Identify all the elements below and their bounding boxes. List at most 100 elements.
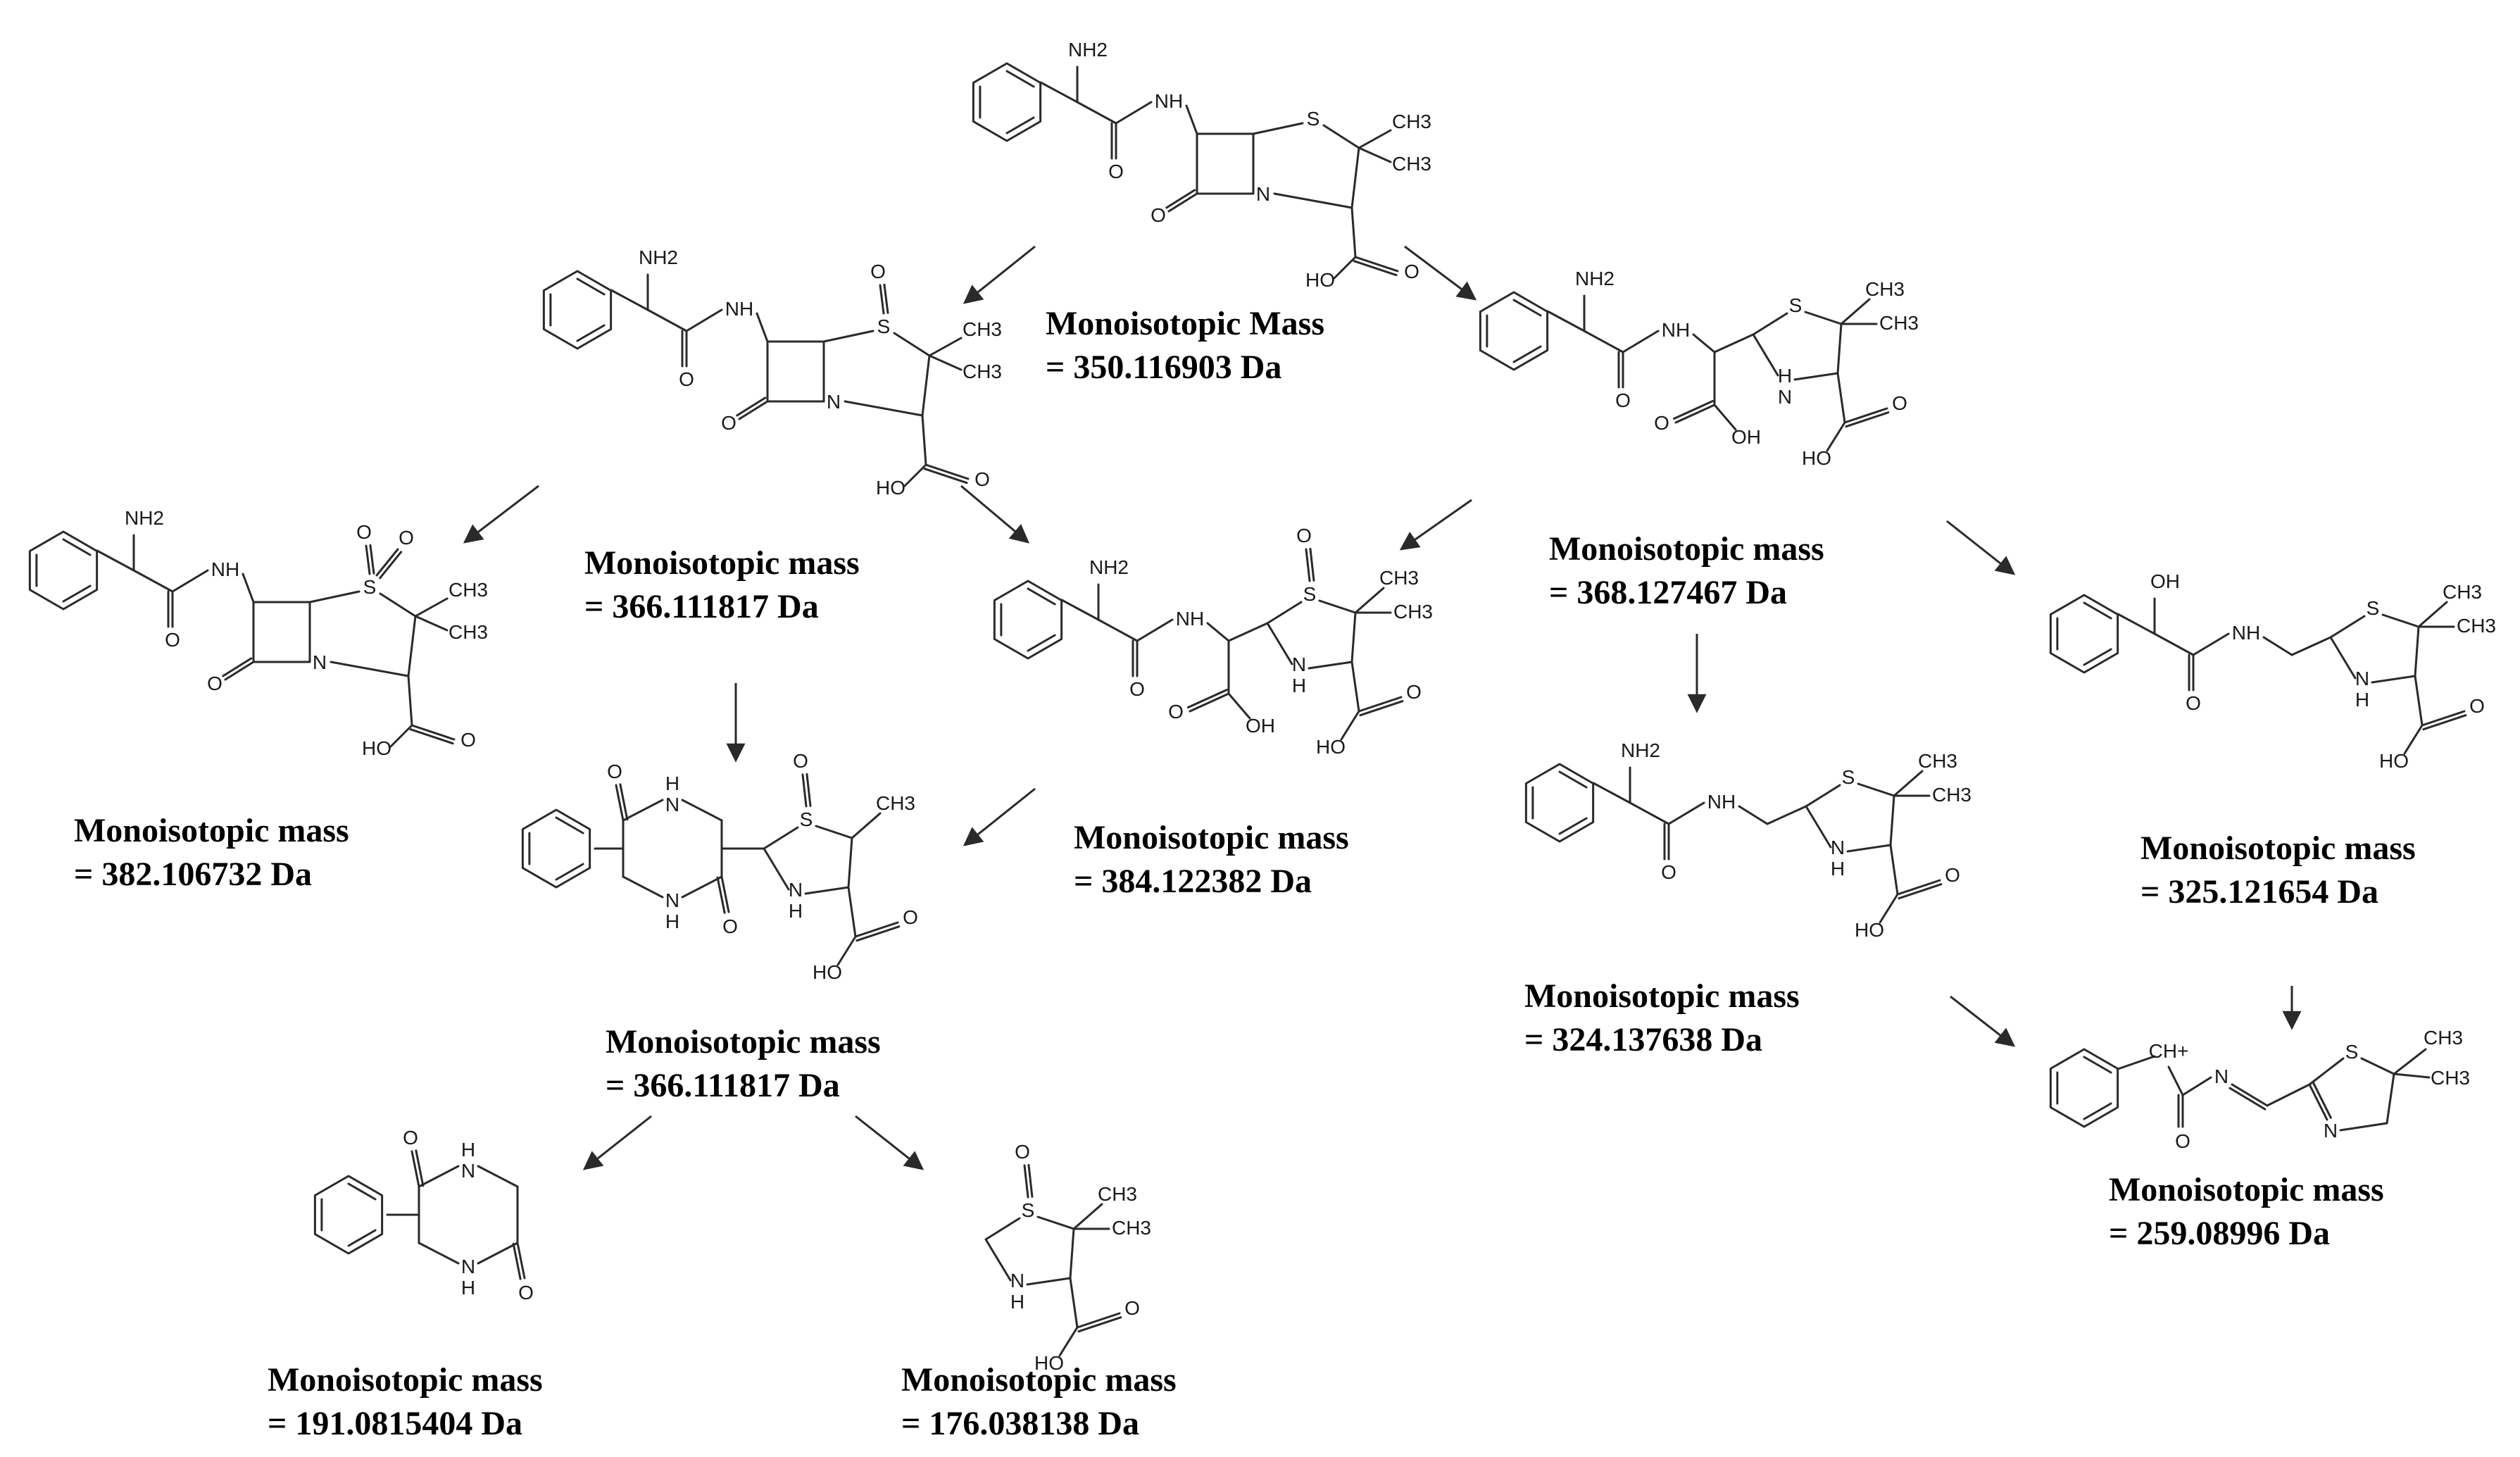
bond xyxy=(1713,333,1755,354)
arrow-n5-to-n8 xyxy=(582,1115,652,1170)
bond xyxy=(1308,661,1353,670)
bond xyxy=(1227,622,1269,642)
bond xyxy=(903,463,927,487)
double-bond xyxy=(879,284,885,315)
substituent-label: NH2 xyxy=(1089,556,1129,578)
bond xyxy=(2403,724,2424,755)
bond xyxy=(1846,844,1892,853)
double-bond xyxy=(512,1242,522,1280)
bond xyxy=(1136,618,1174,642)
oxygen-label: O xyxy=(1108,161,1124,182)
double-bond xyxy=(2228,1087,2267,1111)
methyl-label: CH3 xyxy=(1879,312,1919,334)
double-bond xyxy=(379,551,403,580)
oxygen-label: O xyxy=(1892,392,1907,414)
nitrogen-label: N xyxy=(313,651,327,673)
double-bond xyxy=(1167,192,1198,213)
mass-title: Monoisotopic mass xyxy=(1524,977,1800,1015)
arrow-n0-to-n2 xyxy=(1404,245,1477,301)
bond xyxy=(1805,805,1832,849)
bond xyxy=(2393,1073,2431,1079)
hydroxyl-label: HO xyxy=(1316,736,1346,758)
bond xyxy=(2386,1073,2395,1125)
bond xyxy=(2153,632,2195,656)
nitrogen-label: N xyxy=(1778,386,1792,408)
methyl-label: CH3 xyxy=(1098,1183,1137,1205)
bond xyxy=(844,400,924,417)
bond xyxy=(1857,782,1895,797)
benzene-ring xyxy=(521,808,591,889)
double-bond xyxy=(369,544,375,575)
aromatic-bond xyxy=(62,538,92,556)
bond xyxy=(1069,1277,1079,1329)
bond xyxy=(921,354,931,417)
bond xyxy=(1667,801,1705,825)
mass-value: = 191.0815404 Da xyxy=(268,1405,522,1442)
bond xyxy=(622,799,664,822)
bond xyxy=(1266,622,1293,665)
hydroxyl-label: HO xyxy=(2379,750,2409,772)
bond xyxy=(1629,801,1670,825)
amide-nh-label: NH xyxy=(1176,608,1204,630)
bond xyxy=(1752,333,1779,377)
oxygen-label: O xyxy=(2186,692,2201,714)
double-bond xyxy=(1353,260,1398,277)
bond xyxy=(1266,601,1303,625)
double-bond xyxy=(516,1242,526,1280)
aromatic-bond xyxy=(2083,648,2112,666)
oxygen-label: O xyxy=(679,368,694,390)
bond xyxy=(815,825,853,839)
sulfur-label: S xyxy=(2367,597,2380,619)
double-bond xyxy=(1358,696,1403,713)
nitrogen-label: H xyxy=(789,900,803,922)
bond xyxy=(822,330,875,343)
double-bond xyxy=(1189,692,1230,713)
bond xyxy=(2360,1057,2395,1075)
arrow-n6-to-n10 xyxy=(1950,995,2016,1047)
sulfur-label: S xyxy=(1789,294,1803,316)
bond xyxy=(1889,844,1899,896)
bond xyxy=(1350,206,1357,258)
oxygen-label: O xyxy=(403,1127,418,1149)
mass-value: = 324.137638 Da xyxy=(1524,1021,1762,1058)
methyl-label: CH3 xyxy=(1379,567,1419,589)
bond xyxy=(928,337,963,357)
double-bond xyxy=(409,728,454,745)
double-bond xyxy=(615,784,625,822)
substituent-label: NH2 xyxy=(1575,268,1615,289)
bond xyxy=(2371,675,2416,684)
nitrogen-label: N xyxy=(461,1160,475,1182)
bond xyxy=(308,590,361,604)
methyl-label: CH3 xyxy=(963,361,1002,382)
double-bond xyxy=(716,876,726,914)
oxygen-label: O xyxy=(1654,412,1669,434)
bond xyxy=(804,886,850,895)
double-bond xyxy=(1027,1163,1034,1198)
aromatic-bond xyxy=(555,816,584,834)
oxygen-label: O xyxy=(518,1282,534,1303)
bond xyxy=(1322,124,1360,149)
methyl-label: CH3 xyxy=(1392,111,1431,132)
bond xyxy=(921,414,927,466)
oxygen-label: O xyxy=(1406,681,1422,703)
oxygen-label: O xyxy=(903,906,918,928)
oxygen-label: O xyxy=(1129,678,1145,700)
bond xyxy=(1076,101,1117,125)
bond xyxy=(646,308,688,332)
double-bond xyxy=(2422,714,2467,731)
nitrogen-label: H xyxy=(665,773,679,794)
aromatic-bond xyxy=(1558,817,1588,835)
oxygen-label: O xyxy=(1661,861,1676,883)
benzene-ring xyxy=(993,580,1063,660)
nitrogen-label: N xyxy=(1831,837,1845,858)
mass-value: = 366.111817 Da xyxy=(606,1067,840,1104)
nitrogen-label: N xyxy=(1292,654,1306,675)
aromatic-bond xyxy=(1512,299,1542,317)
double-bond xyxy=(1187,689,1229,709)
bond xyxy=(1072,1203,1103,1230)
hydroxyl-label: HO xyxy=(876,477,905,499)
double-bond xyxy=(1354,256,1399,273)
